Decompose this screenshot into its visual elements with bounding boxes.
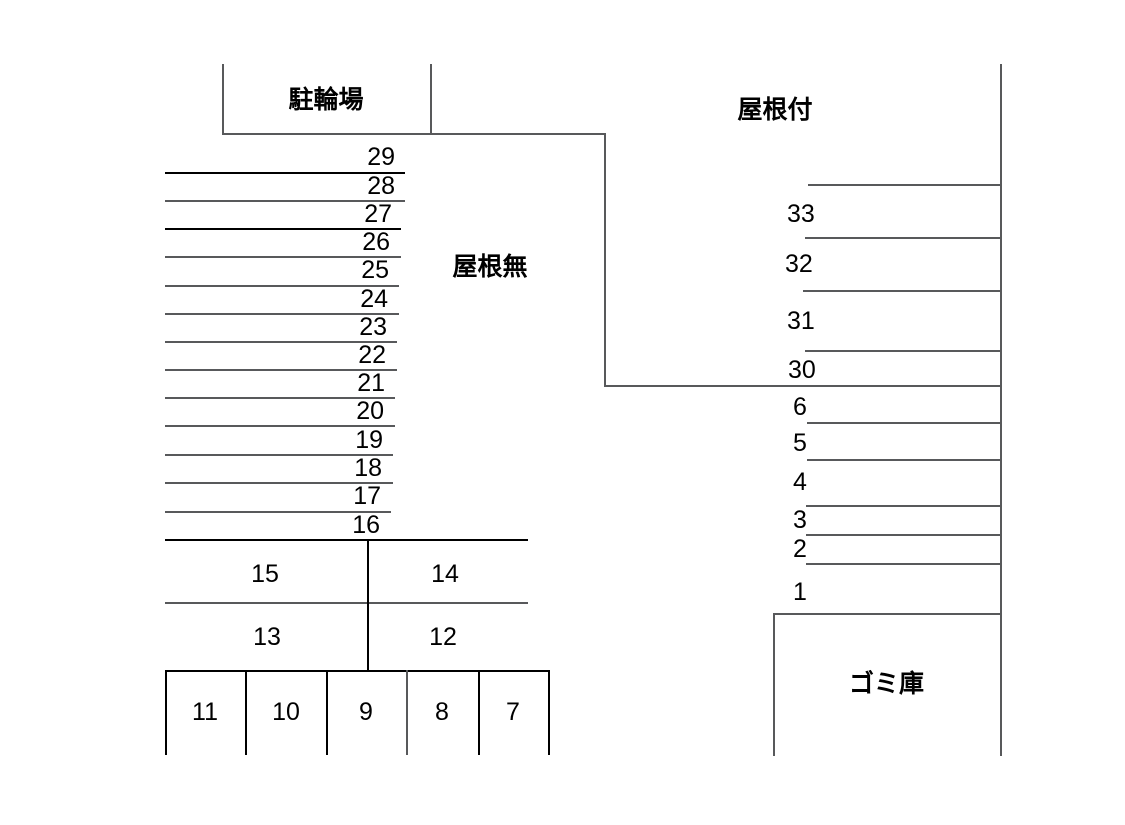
stall-number-13: 13 [253,623,281,651]
stall-number-22: 22 [358,341,386,369]
stall-divider-18-17 [165,482,393,484]
stall-number-8: 8 [435,698,449,726]
stall-number-24: 24 [360,285,388,313]
stall-divider-31-30 [805,350,1002,352]
stall-divider-21-20 [165,397,395,399]
stall-number-25: 25 [361,256,389,284]
stall-number-7: 7 [506,698,520,726]
garbage-storage-top-edge [773,613,1002,615]
stall-divider-3-2 [806,534,1002,536]
garbage-storage-left-edge [773,613,775,756]
stall-divider-4-3 [806,505,1002,507]
stall-divider-32-31 [803,290,1002,292]
bottom-row-divider-10-9 [326,670,328,755]
stall-number-29: 29 [367,143,395,171]
stall-divider-2-1 [806,563,1002,565]
stall-number-14: 14 [431,560,459,588]
stall-number-9: 9 [359,698,373,726]
stall-divider-24-23 [165,313,399,315]
stall-number-15: 15 [251,560,279,588]
stall-number-11: 11 [192,698,218,726]
stall-number-20: 20 [356,397,384,425]
stall-number-1: 1 [793,578,807,606]
stall-divider-5-4 [807,459,1002,461]
zone-label-with-roof: 屋根付 [737,96,813,124]
stall-number-28: 28 [367,172,395,200]
stall-number-23: 23 [359,313,387,341]
stall-divider-above-33 [808,184,1002,186]
stall-divider-17-16 [165,511,391,513]
stall-number-5: 5 [793,429,807,457]
stall-divider-33-32 [805,237,1002,239]
stall-number-31: 31 [787,307,815,335]
stall-divider-16-1514 [165,539,528,541]
stall-number-6: 6 [793,393,807,421]
stall-number-10: 10 [272,698,300,726]
zone-divider-horizontal [604,385,1002,387]
stall-number-21: 21 [357,369,385,397]
stall-divider-28-27 [165,200,405,202]
bottom-row-edge-right [548,670,550,755]
stall-divider-center-vertical [367,539,369,672]
stall-number-16: 16 [352,511,380,539]
stall-divider-29-28 [165,172,405,174]
bicycle-parking-bottom-edge [222,133,606,135]
stall-number-3: 3 [793,506,807,534]
stall-divider-27-26 [165,228,401,230]
stall-divider-6-5 [807,422,1002,424]
stall-number-26: 26 [362,228,390,256]
zone-label-no-roof: 屋根無 [452,253,528,281]
stall-divider-20-19 [165,425,395,427]
bicycle-parking-right-edge [430,64,432,134]
stall-divider-22-21 [165,369,397,371]
bottom-row-divider-8-7 [478,670,480,755]
bottom-row-divider-9-8 [406,670,408,755]
stall-number-30: 30 [788,356,816,384]
stall-number-27: 27 [364,200,392,228]
stall-divider-26-25 [165,256,401,258]
zone-label-bicycle-parking: 駐輪場 [288,86,364,114]
stall-number-33: 33 [787,200,815,228]
stall-number-12: 12 [429,623,457,651]
zone-divider-vertical [604,133,606,386]
stall-number-19: 19 [355,426,383,454]
bottom-row-edge-left [165,670,167,755]
right-column-outer-edge [1000,64,1002,756]
stall-divider-25-24 [165,285,399,287]
bicycle-parking-left-edge [222,64,224,134]
bottom-row-top-edge [165,670,548,672]
stall-number-4: 4 [793,468,807,496]
bottom-row-divider-11-10 [245,670,247,755]
stall-divider-1514-1312 [165,602,528,604]
stall-number-17: 17 [353,482,381,510]
stall-number-32: 32 [785,250,813,278]
zone-label-garbage-storage: ゴミ庫 [848,670,924,698]
stall-number-2: 2 [793,535,807,563]
stall-divider-19-18 [165,454,393,456]
stall-divider-23-22 [165,341,397,343]
stall-number-18: 18 [354,454,382,482]
